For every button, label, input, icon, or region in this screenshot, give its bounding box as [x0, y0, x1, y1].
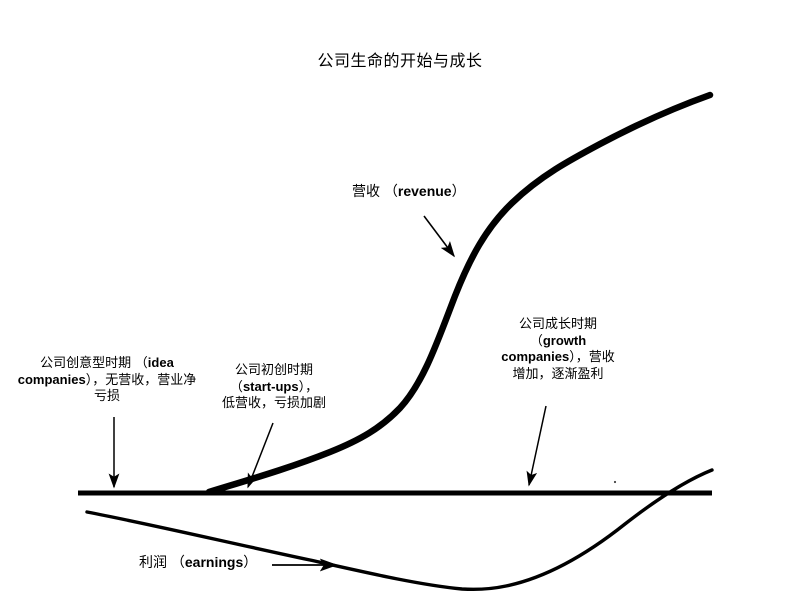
- page-title: 公司生命的开始与成长: [317, 53, 483, 70]
- idea-label-line2: ），无营收，: [85, 371, 158, 387]
- revenue-curve: [205, 91, 714, 496]
- revenue-label-cn-prefix: 营收 （: [352, 183, 398, 199]
- growth-label-open: （: [529, 332, 543, 348]
- revenue-label-en: revenue: [397, 183, 452, 199]
- idea-label-line3: 营业净亏损: [93, 371, 197, 404]
- revenue-label-cn-suffix: ）: [451, 183, 466, 199]
- revenue-arrow: [423, 215, 455, 258]
- startups-label-open: （: [229, 378, 243, 394]
- revenue-series-label: 营收 （revenue）: [352, 183, 466, 201]
- growth-label-close: ），营收: [569, 349, 615, 365]
- idea-label-line1: 公司创意型时期 （: [40, 355, 148, 370]
- startups-label-en: start-ups: [242, 378, 299, 394]
- earnings-series-label: 利润 （earnings）: [139, 554, 257, 572]
- startups-label-line1: 公司初创时期: [234, 362, 313, 377]
- growth-label-line1: 公司成长时期: [518, 316, 597, 331]
- annotation-idea-companies: 公司创意型时期 （idea companies），无营收，营业净亏损: [12, 355, 202, 405]
- growth-label-en2: companies: [501, 349, 570, 365]
- earnings-label-en: earnings: [184, 554, 244, 570]
- startups-label-close: ），: [298, 378, 319, 394]
- earnings-curve: [85, 468, 714, 592]
- scan-speck: [613, 480, 617, 484]
- startups-label-line3: 低营收，亏损加剧: [221, 395, 326, 411]
- startups-arrow: [247, 422, 274, 489]
- idea-label-en: idea companies: [17, 355, 174, 387]
- growth-label-en1: growth: [542, 332, 587, 348]
- growth-arrow: [526, 405, 547, 487]
- earnings-label-cn-suffix: ）: [243, 554, 258, 570]
- annotation-start-ups: 公司初创时期（start-ups），低营收，亏损加剧: [203, 362, 345, 412]
- growth-label-line4: 增加，逐渐盈利: [512, 365, 604, 381]
- earnings-label-cn-prefix: 利润 （: [139, 554, 185, 570]
